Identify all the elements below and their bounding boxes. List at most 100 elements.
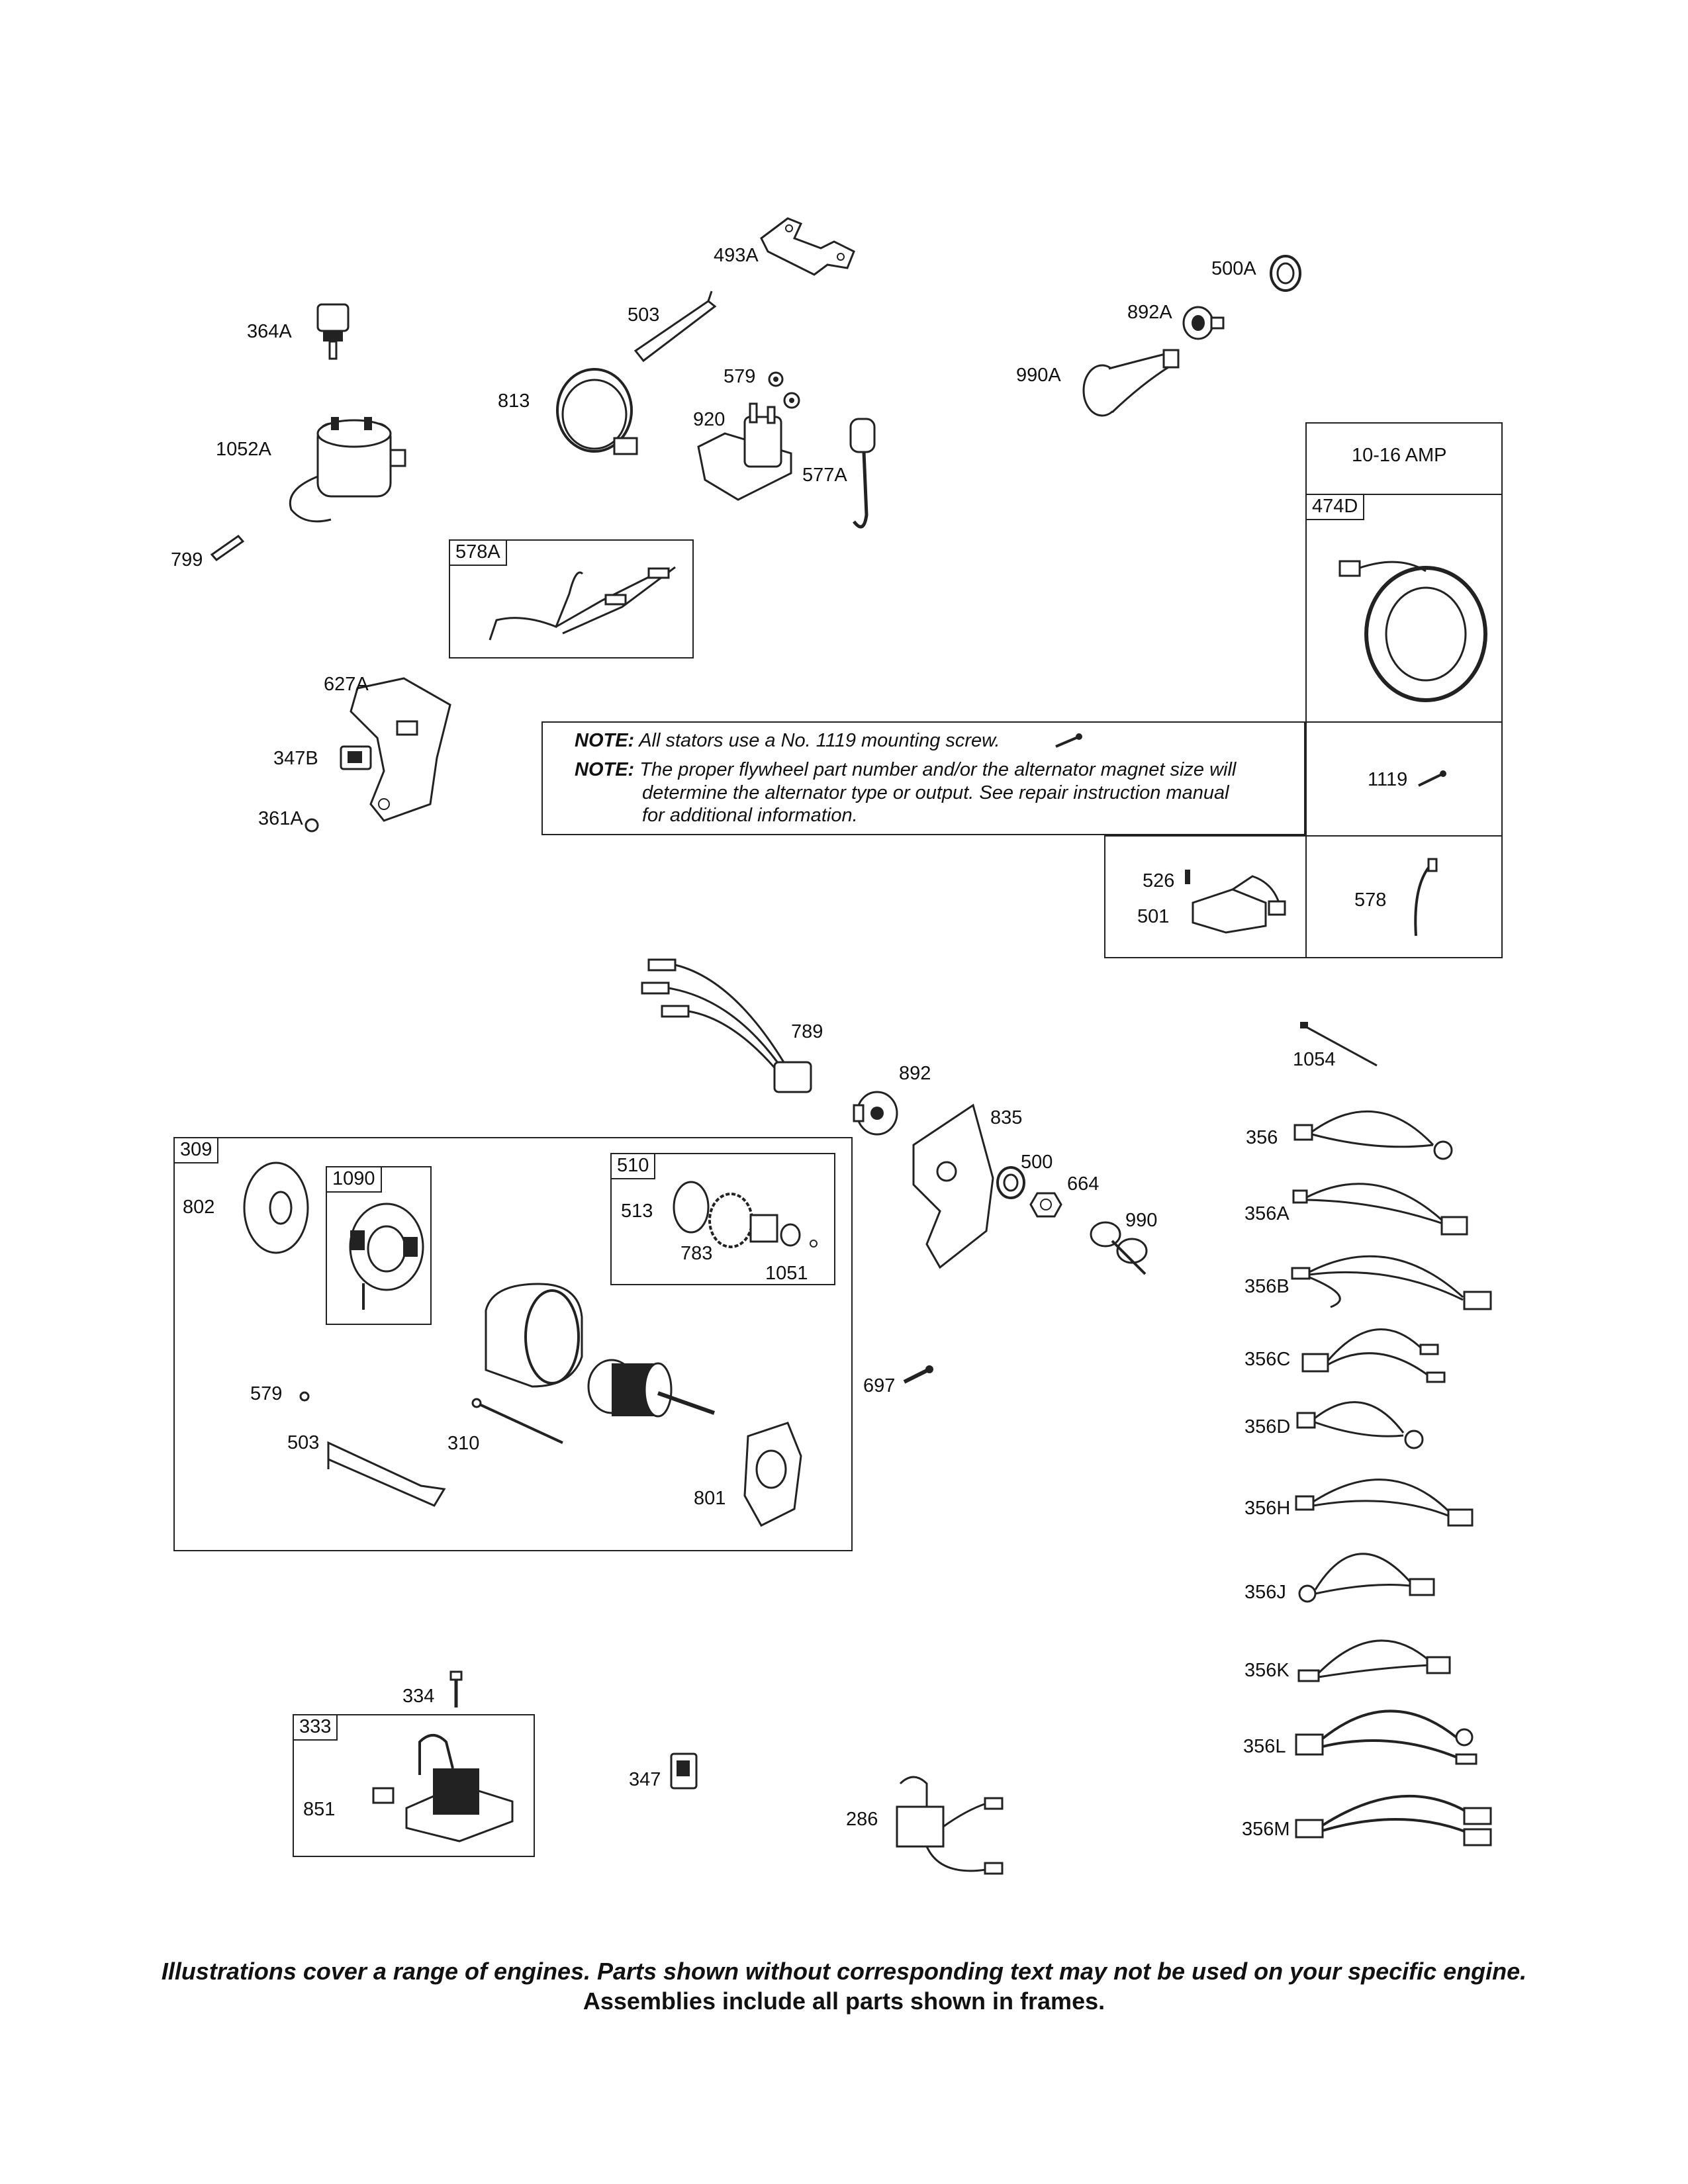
footer-disclaimer: Illustrations cover a range of engines. … xyxy=(161,1958,1527,1985)
part-label-356M: 356M xyxy=(1242,1819,1290,1840)
cable-356-drawing xyxy=(1291,1099,1463,1171)
module-286-drawing xyxy=(887,1770,1019,1883)
frame-tag-474D: 474D xyxy=(1305,494,1365,520)
frame-333: 333 851 xyxy=(293,1714,535,1857)
part-label-579-frame: 579 xyxy=(250,1383,283,1404)
part-label-356H: 356H xyxy=(1244,1498,1291,1519)
bracket-627A-drawing xyxy=(344,672,460,827)
regulator-501-drawing xyxy=(1180,863,1292,936)
drive-513-drawing xyxy=(671,1174,823,1260)
harness-578A-drawing xyxy=(470,554,682,653)
part-label-356D: 356D xyxy=(1244,1416,1291,1437)
footer-assemblies-note: Assemblies include all parts shown in fr… xyxy=(583,1987,1105,2015)
part-label-310: 310 xyxy=(447,1433,480,1454)
cable-356L-drawing xyxy=(1291,1691,1503,1780)
brush-holder-1090-drawing xyxy=(337,1197,426,1316)
part-label-356A: 356A xyxy=(1244,1203,1289,1224)
part-label-356: 356 xyxy=(1246,1127,1278,1148)
switch-892A-drawing xyxy=(1178,302,1225,345)
switch-347-drawing xyxy=(667,1750,700,1793)
screw-1119-drawing xyxy=(1415,769,1448,789)
part-label-347: 347 xyxy=(629,1769,661,1790)
cable-356K-drawing xyxy=(1297,1615,1463,1701)
part-label-347B: 347B xyxy=(273,748,318,769)
part-label-892A: 892A xyxy=(1127,302,1172,323)
note-text-2b: determine the alternator type or output.… xyxy=(642,782,1229,803)
note-text-2a: The proper flywheel part number and/or t… xyxy=(639,759,1237,780)
solenoid-920-drawing xyxy=(692,400,801,506)
part-label-513: 513 xyxy=(621,1201,653,1222)
part-label-364A: 364A xyxy=(247,321,292,342)
part-label-835: 835 xyxy=(990,1107,1023,1128)
screw-1119-note-drawing xyxy=(1053,732,1086,751)
note-text-2c: for additional information. xyxy=(642,805,858,826)
part-label-1054: 1054 xyxy=(1293,1049,1336,1070)
frame-1090: 1090 xyxy=(326,1166,432,1325)
harness-789-drawing xyxy=(635,953,834,1099)
frame-tag-510: 510 xyxy=(610,1153,656,1179)
part-label-286: 286 xyxy=(846,1809,878,1830)
bracket-493A-drawing xyxy=(748,212,867,285)
part-label-500A: 500A xyxy=(1211,258,1256,279)
solenoid-1052A-drawing xyxy=(278,410,410,536)
terminal-799-drawing xyxy=(207,529,246,563)
part-label-361A: 361A xyxy=(258,808,303,829)
part-label-802: 802 xyxy=(183,1197,215,1218)
stator-header: 10-16 AMP xyxy=(1352,445,1447,466)
part-label-1051: 1051 xyxy=(765,1263,808,1284)
washer-500-drawing xyxy=(993,1165,1029,1201)
plug-364A-drawing xyxy=(310,298,356,361)
part-label-990: 990 xyxy=(1125,1210,1158,1231)
note-box: NOTE: All stators use a No. 1119 mountin… xyxy=(541,721,1305,835)
frame-309: 309 802 1090 510 513 783 1051 579 503 xyxy=(173,1137,853,1551)
part-label-526: 526 xyxy=(1143,870,1175,891)
part-label-892: 892 xyxy=(899,1063,931,1084)
part-label-789: 789 xyxy=(791,1021,823,1042)
frame-510: 510 513 783 1051 xyxy=(610,1153,835,1285)
part-label-813: 813 xyxy=(498,390,530,412)
stator-474D-drawing xyxy=(1333,535,1492,707)
cable-356A-drawing xyxy=(1291,1168,1476,1244)
cable-356H-drawing xyxy=(1291,1459,1483,1539)
part-label-1119: 1119 xyxy=(1368,769,1408,790)
stator-header-cell: 10-16 AMP xyxy=(1305,422,1503,495)
part-label-801: 801 xyxy=(694,1488,726,1509)
part-label-356K: 356K xyxy=(1244,1660,1289,1681)
nut-664-drawing xyxy=(1029,1190,1062,1220)
frame-474D: 474D xyxy=(1305,494,1503,723)
keys-990-drawing xyxy=(1086,1214,1158,1281)
bracket-835-drawing xyxy=(900,1099,1000,1271)
frame-tag-309: 309 xyxy=(173,1137,219,1163)
cable-356B-drawing xyxy=(1291,1238,1503,1317)
cable-356J-drawing xyxy=(1291,1529,1456,1621)
cable-356D-drawing xyxy=(1291,1387,1443,1459)
frame-tag-333: 333 xyxy=(293,1714,338,1741)
part-label-1052A: 1052A xyxy=(216,439,271,460)
wire-578-drawing xyxy=(1399,856,1446,942)
note-line-2: NOTE: The proper flywheel part number an… xyxy=(575,760,1236,780)
part-label-990A: 990A xyxy=(1016,365,1061,386)
part-label-503-frame: 503 xyxy=(287,1432,320,1453)
part-label-356J: 356J xyxy=(1244,1582,1286,1603)
part-label-493A: 493A xyxy=(714,245,759,266)
part-label-334: 334 xyxy=(402,1686,435,1707)
endcap-801-drawing xyxy=(735,1416,808,1529)
part-label-356B: 356B xyxy=(1244,1276,1289,1297)
screw-697-drawing xyxy=(900,1363,937,1387)
regulator-cell: 526 501 xyxy=(1104,835,1307,958)
screw-361A-drawing xyxy=(302,815,322,835)
washer-500A-drawing xyxy=(1266,253,1305,293)
cable-356M-drawing xyxy=(1291,1774,1509,1860)
note-label-2: NOTE: xyxy=(575,759,635,780)
note-label-1: NOTE: xyxy=(575,730,635,751)
frame-578A: 578A xyxy=(449,539,694,659)
nut-579-drawing xyxy=(761,367,808,414)
part-label-697: 697 xyxy=(863,1375,896,1396)
part-label-577A: 577A xyxy=(802,465,847,486)
switch-347B-drawing xyxy=(338,741,377,774)
screw-334-drawing xyxy=(449,1670,463,1710)
bracket-503-frame-drawing xyxy=(322,1430,447,1509)
part-label-920: 920 xyxy=(693,409,726,430)
switch-892-drawing xyxy=(847,1085,907,1138)
part-label-627A: 627A xyxy=(324,674,369,695)
